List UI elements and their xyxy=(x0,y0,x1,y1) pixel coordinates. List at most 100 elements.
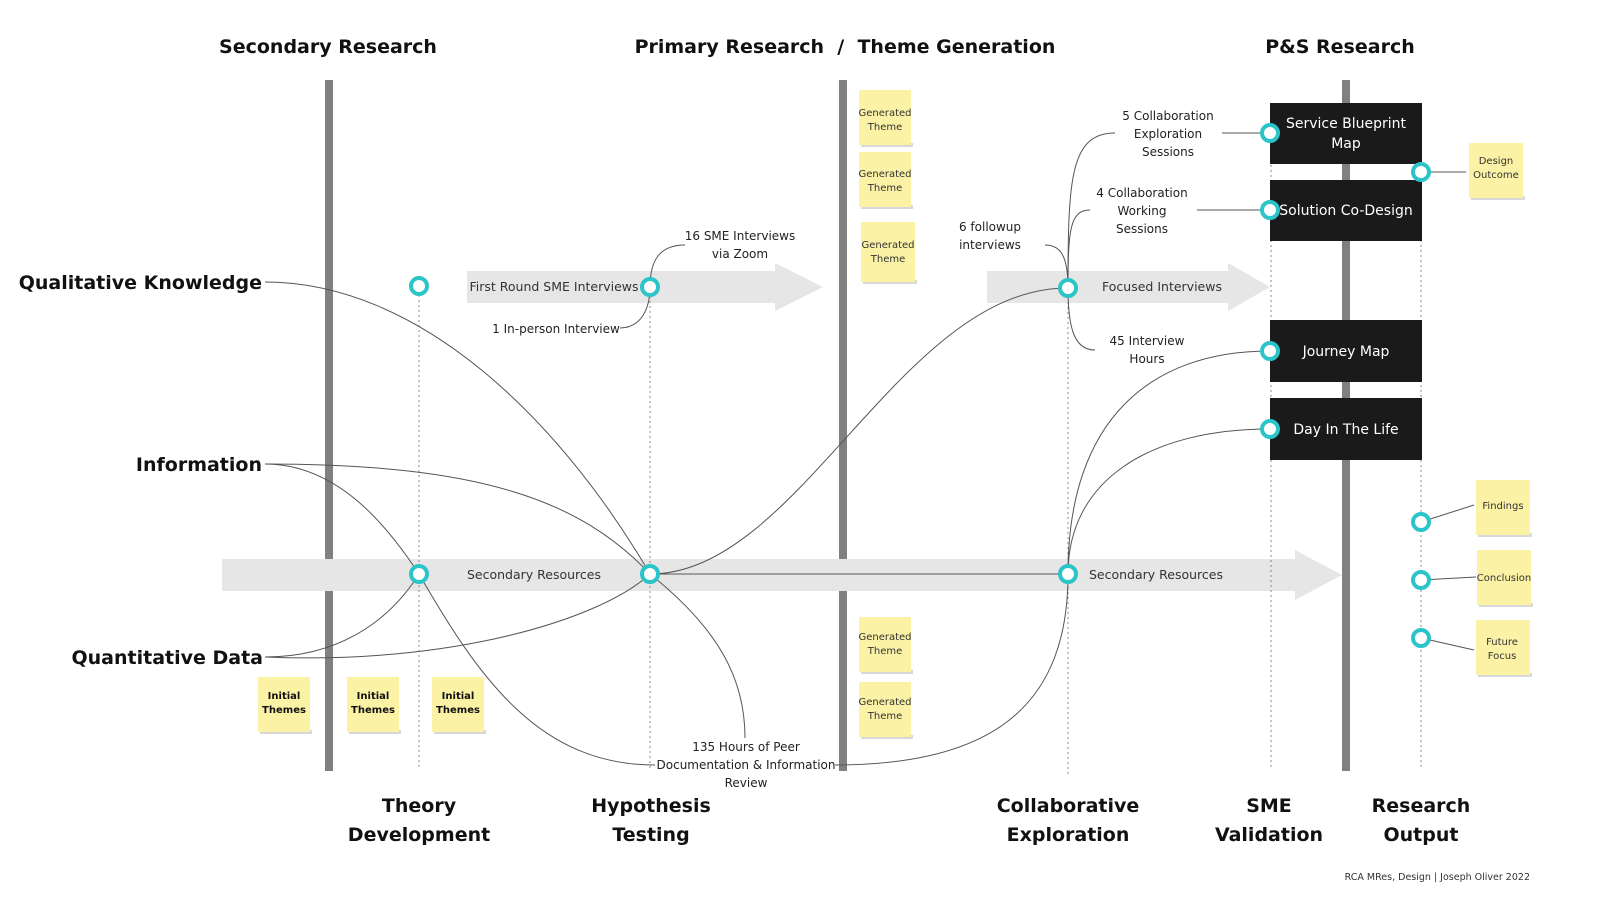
output-box-journey-map: Journey Map xyxy=(1270,320,1422,382)
svg-text:5 Collaboration: 5 Collaboration xyxy=(1122,109,1213,123)
node xyxy=(1058,278,1078,298)
svg-text:Generated: Generated xyxy=(861,240,914,251)
svg-text:Generated: Generated xyxy=(858,169,911,180)
svg-text:Outcome: Outcome xyxy=(1473,170,1519,181)
sticky-design-outcome: Design Outcome xyxy=(1469,143,1525,200)
svg-text:SME: SME xyxy=(1246,795,1292,817)
svg-text:Theme: Theme xyxy=(867,183,903,194)
sticky-generated-theme: Generated Theme xyxy=(861,222,917,284)
phase-label-collaborative-exploration: Collaborative Exploration xyxy=(997,795,1140,846)
svg-text:Theme: Theme xyxy=(870,254,906,265)
svg-text:Solution Co-Design: Solution Co-Design xyxy=(1279,203,1412,219)
svg-text:45 Interview: 45 Interview xyxy=(1110,334,1185,348)
nodes xyxy=(409,123,1431,648)
focused-interviews-arrow xyxy=(987,263,1270,311)
svg-text:Review: Review xyxy=(725,776,768,790)
band-label-focused: Focused Interviews xyxy=(1102,279,1222,294)
output-box-solution-co-design: Solution Co-Design xyxy=(1270,180,1422,241)
sticky-initial-themes: Initial Themes xyxy=(347,677,401,734)
annotation-peer-review: 135 Hours of Peer Documentation & Inform… xyxy=(657,740,836,790)
output-box-service-blueprint: Service Blueprint Map xyxy=(1270,103,1422,164)
svg-text:Design: Design xyxy=(1479,156,1514,167)
secondary-resources-arrow xyxy=(222,550,1342,600)
node xyxy=(1058,564,1078,584)
svg-text:Theme: Theme xyxy=(867,711,903,722)
svg-text:Conclusion: Conclusion xyxy=(1477,573,1532,584)
sticky-conclusion: Conclusion xyxy=(1477,550,1533,607)
sticky-initial-themes: Initial Themes xyxy=(258,677,312,734)
header-secondary-research: Secondary Research xyxy=(219,36,437,58)
header-primary-research: Primary Research / Theme Generation xyxy=(635,36,1056,58)
sticky-findings: Findings xyxy=(1476,480,1532,537)
svg-text:Themes: Themes xyxy=(351,705,395,716)
timeline-bar-secondary-bottom xyxy=(325,591,333,771)
annotation-collab-working: 4 Collaboration Working Sessions xyxy=(1096,186,1187,236)
svg-text:Generated: Generated xyxy=(858,632,911,643)
header-ps-research: P&S Research xyxy=(1265,36,1415,58)
sticky-future-focus: Future Focus xyxy=(1476,620,1532,677)
row-label-qualitative: Qualitative Knowledge xyxy=(19,272,262,294)
svg-text:Exploration: Exploration xyxy=(1007,824,1130,846)
svg-text:Generated: Generated xyxy=(858,108,911,119)
svg-text:Findings: Findings xyxy=(1482,501,1523,512)
svg-text:Development: Development xyxy=(348,824,490,846)
svg-text:16 SME Interviews: 16 SME Interviews xyxy=(685,229,796,243)
band-label-first-round: First Round SME Interviews xyxy=(469,279,638,294)
svg-text:Service Blueprint: Service Blueprint xyxy=(1286,116,1407,132)
svg-text:135 Hours of Peer: 135 Hours of Peer xyxy=(692,740,800,754)
band-label-secondary-2: Secondary Resources xyxy=(1089,567,1223,582)
timeline-bar-primary-top xyxy=(839,80,847,559)
svg-text:Map: Map xyxy=(1331,136,1361,152)
svg-text:Themes: Themes xyxy=(436,705,480,716)
svg-text:6 followup: 6 followup xyxy=(959,220,1021,234)
band-label-secondary-1: Secondary Resources xyxy=(467,567,601,582)
node xyxy=(409,564,429,584)
annotation-in-person: 1 In-person Interview xyxy=(492,322,620,336)
node xyxy=(1411,570,1431,590)
phase-label-sme-validation: SME Validation xyxy=(1215,795,1323,846)
svg-text:Sessions: Sessions xyxy=(1142,145,1194,159)
svg-text:Theory: Theory xyxy=(382,795,457,817)
svg-text:Testing: Testing xyxy=(612,824,689,846)
row-label-quantitative: Quantitative Data xyxy=(71,647,263,669)
svg-text:Initial: Initial xyxy=(442,691,475,702)
svg-text:Initial: Initial xyxy=(357,691,390,702)
svg-text:Future: Future xyxy=(1486,637,1518,648)
svg-text:Exploration: Exploration xyxy=(1134,127,1202,141)
node xyxy=(640,564,660,584)
svg-text:Journey Map: Journey Map xyxy=(1302,344,1390,360)
row-label-information: Information xyxy=(136,454,262,476)
node xyxy=(1260,123,1280,143)
sticky-generated-theme: Generated Theme xyxy=(858,152,913,209)
sticky-generated-theme: Generated Theme xyxy=(858,682,913,739)
svg-text:interviews: interviews xyxy=(959,238,1021,252)
svg-text:4 Collaboration: 4 Collaboration xyxy=(1096,186,1187,200)
sticky-generated-theme: Generated Theme xyxy=(858,90,913,147)
connection-curves xyxy=(264,132,1477,766)
annotation-interview-hours: 45 Interview Hours xyxy=(1110,334,1185,366)
phase-label-theory-development: Theory Development xyxy=(348,795,490,846)
annotation-sme-zoom: 16 SME Interviews via Zoom xyxy=(685,229,796,261)
node xyxy=(1411,512,1431,532)
annotation-followup: 6 followup interviews xyxy=(959,220,1021,252)
svg-text:Documentation & Information: Documentation & Information xyxy=(657,758,836,772)
svg-text:Collaborative: Collaborative xyxy=(997,795,1140,817)
sticky-initial-themes: Initial Themes xyxy=(432,677,486,734)
node xyxy=(1260,341,1280,361)
node xyxy=(409,276,429,296)
svg-text:Sessions: Sessions xyxy=(1116,222,1168,236)
first-round-arrow xyxy=(467,263,823,311)
timeline-bar-primary-bottom xyxy=(839,591,847,771)
node xyxy=(1260,200,1280,220)
svg-text:Day In The Life: Day In The Life xyxy=(1293,422,1398,438)
annotation-collab-exploration: 5 Collaboration Exploration Sessions xyxy=(1122,109,1213,159)
svg-text:Theme: Theme xyxy=(867,646,903,657)
svg-text:Focus: Focus xyxy=(1488,651,1517,662)
node xyxy=(1411,162,1431,182)
svg-text:via Zoom: via Zoom xyxy=(712,247,768,261)
footer-credit: RCA MRes, Design | Joseph Oliver 2022 xyxy=(1345,872,1530,883)
svg-text:Output: Output xyxy=(1384,824,1459,846)
node xyxy=(1411,628,1431,648)
sticky-generated-theme: Generated Theme xyxy=(858,617,913,674)
svg-text:Research: Research xyxy=(1372,795,1471,817)
